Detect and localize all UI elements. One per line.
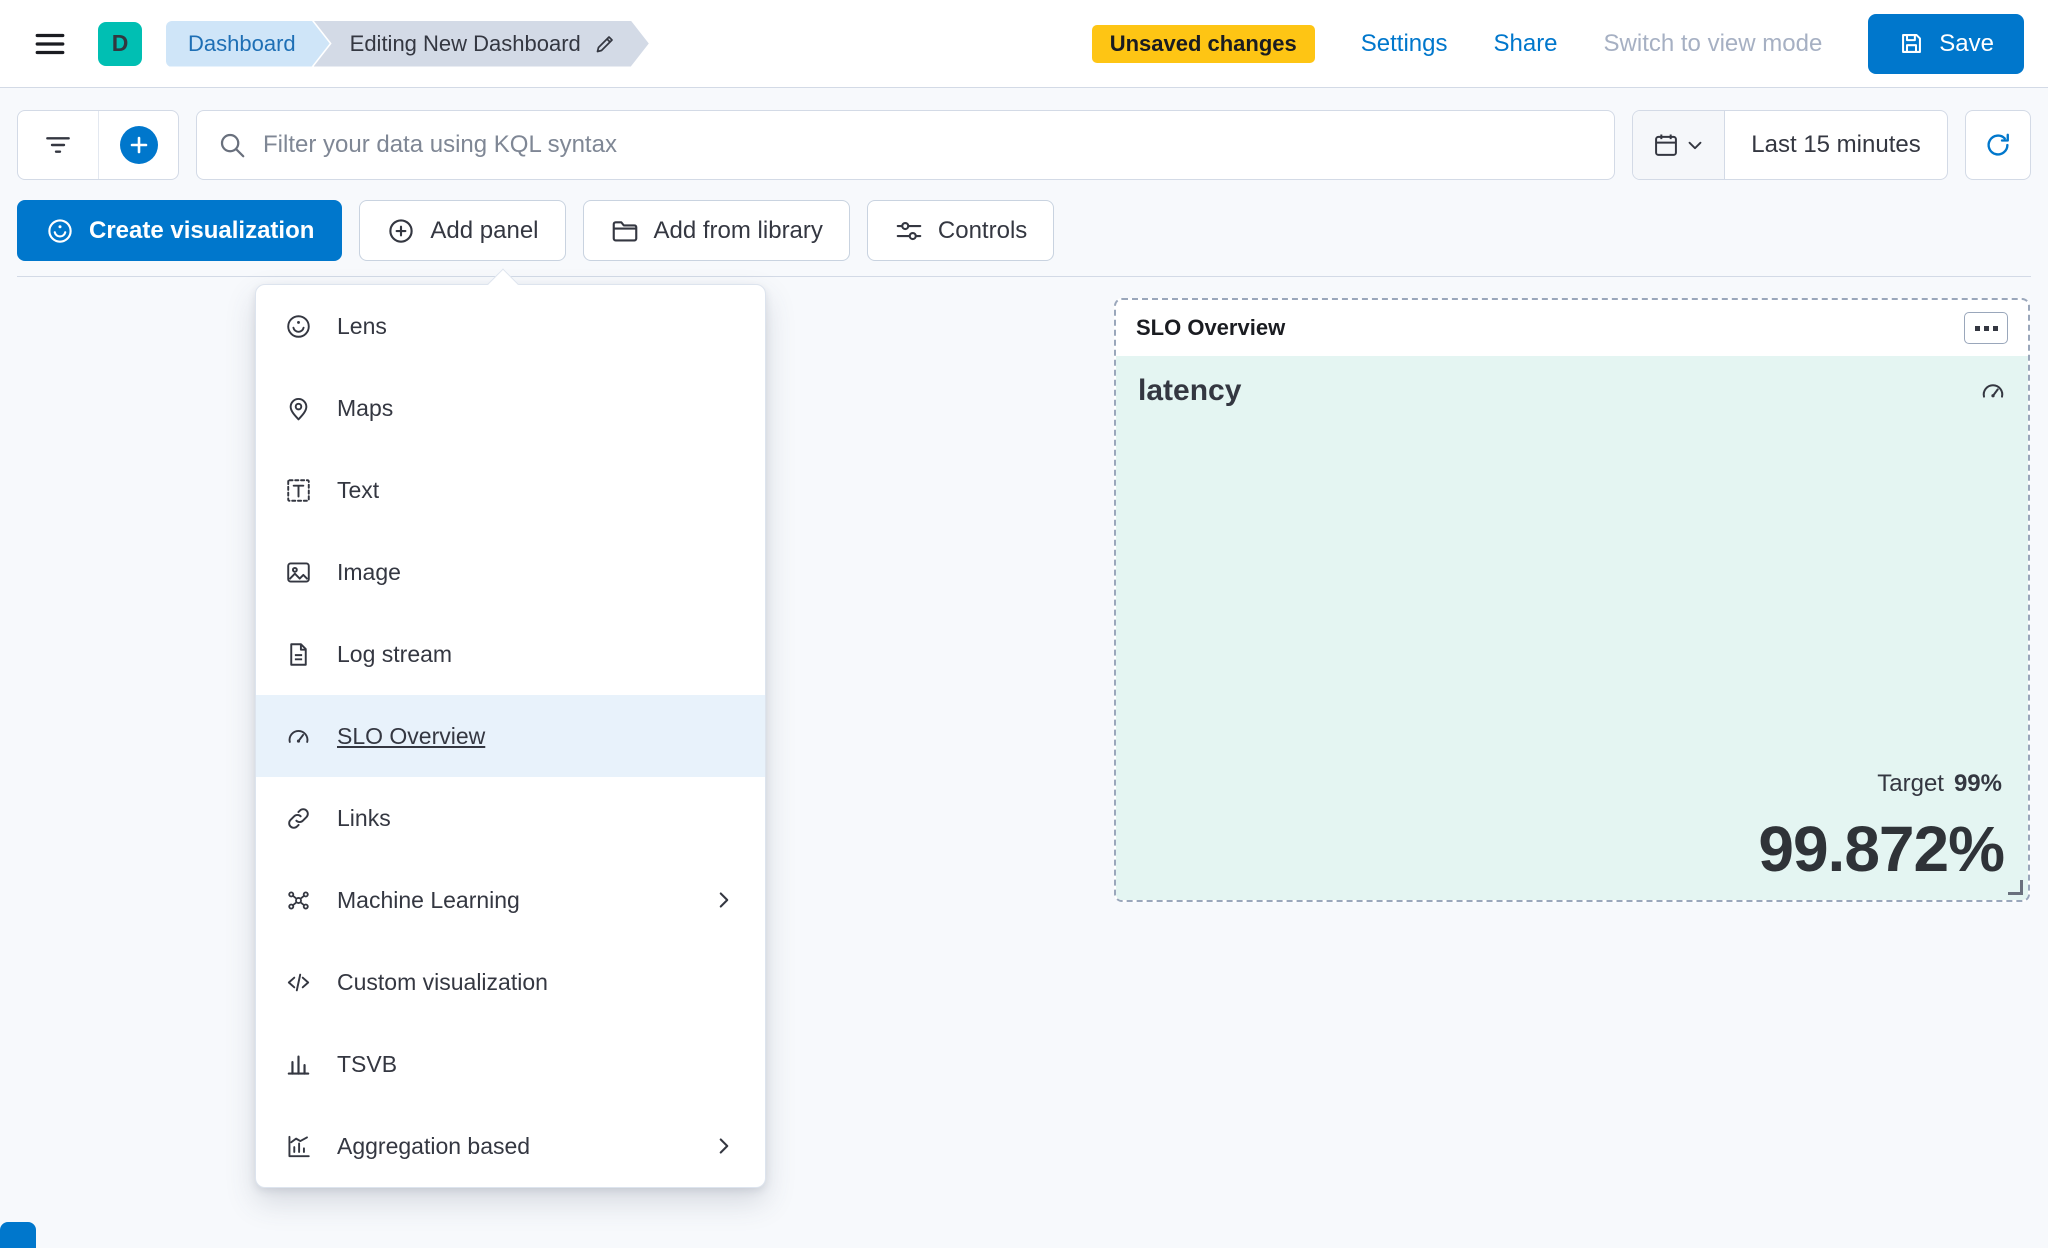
menu-item-image[interactable]: Image [256, 531, 765, 613]
menu-item-label: SLO Overview [337, 722, 486, 749]
edit-pencil-icon [593, 32, 617, 56]
menu-item-label: Image [337, 558, 401, 585]
partially-visible-bottom-button[interactable] [0, 1222, 36, 1248]
breadcrumb-current-label: Editing New Dashboard [349, 30, 581, 56]
slo-gauge-icon [288, 729, 309, 743]
controls-button[interactable]: Controls [866, 200, 1055, 261]
menu-item-lens[interactable]: Lens [256, 285, 765, 367]
plus-in-circle-icon [389, 218, 414, 243]
lens-icon [287, 314, 310, 338]
code-icon [287, 973, 310, 991]
menu-item-log-stream[interactable]: Log stream [256, 613, 765, 695]
menu-item-text[interactable]: Text [256, 449, 765, 531]
add-panel-menu: Lens Maps Text Image Log stream SLO Over… [256, 285, 765, 1187]
menu-item-label: Lens [337, 312, 387, 339]
panel-options-button[interactable] [1964, 312, 2008, 344]
menu-item-label: Machine Learning [337, 886, 520, 913]
slo-target: Target 99% [1877, 770, 2002, 798]
add-filter-button[interactable] [98, 111, 178, 179]
add-panel-button[interactable]: Add panel [359, 200, 566, 261]
breadcrumb-dashboard[interactable]: Dashboard [166, 21, 330, 67]
kql-search-input[interactable] [263, 131, 1594, 159]
slo-card[interactable]: latency Target 99% 99.872% [1116, 356, 2028, 900]
switch-to-view-mode-link[interactable]: Switch to view mode [1603, 29, 1823, 57]
date-picker-menu-button[interactable] [1633, 111, 1725, 179]
panel-resize-handle[interactable] [2008, 880, 2023, 895]
header-actions: Unsaved changes Settings Share Switch to… [1091, 13, 2024, 74]
add-panel-label: Add panel [430, 216, 539, 244]
menu-item-tsvb[interactable]: TSVB [256, 1023, 765, 1105]
query-toolbar-area: Last 15 minutes Create visualization Add… [0, 88, 2048, 277]
folder-icon [612, 220, 637, 241]
settings-link[interactable]: Settings [1360, 29, 1448, 57]
save-button[interactable]: Save [1868, 13, 2024, 74]
slo-value: 99.872% [1758, 813, 2005, 885]
link-icon [288, 807, 309, 829]
kql-search-field[interactable] [196, 110, 1615, 180]
time-range-button[interactable]: Last 15 minutes [1725, 111, 1947, 179]
top-header-bar: D Dashboard Editing New Dashboard Unsave… [0, 0, 2048, 88]
create-visualization-label: Create visualization [89, 216, 315, 244]
maps-pin-icon [289, 397, 308, 420]
menu-item-label: Links [337, 804, 391, 831]
target-label: Target [1877, 770, 1944, 797]
unsaved-changes-badge: Unsaved changes [1091, 24, 1315, 63]
refresh-icon [1987, 133, 2009, 156]
menu-item-aggregation-based[interactable]: Aggregation based [256, 1105, 765, 1187]
menu-item-links[interactable]: Links [256, 777, 765, 859]
menu-item-machine-learning[interactable]: Machine Learning [256, 859, 765, 941]
menu-item-label: TSVB [337, 1050, 398, 1077]
calendar-icon [1654, 134, 1677, 156]
save-button-label: Save [1939, 29, 1994, 57]
menu-item-custom-visualization[interactable]: Custom visualization [256, 941, 765, 1023]
log-stream-icon [290, 642, 307, 666]
text-icon [287, 478, 310, 502]
main-menu-button[interactable] [24, 18, 76, 70]
gauge-icon [1982, 384, 2004, 398]
menu-item-label: Maps [337, 394, 394, 421]
share-link[interactable]: Share [1493, 29, 1558, 57]
date-picker: Last 15 minutes [1632, 110, 1948, 180]
breadcrumb-current[interactable]: Editing New Dashboard [314, 21, 649, 67]
image-icon [287, 561, 310, 583]
machine-learning-icon [288, 890, 309, 910]
search-icon [220, 133, 245, 158]
filter-funnel-icon [46, 137, 70, 153]
menu-item-maps[interactable]: Maps [256, 367, 765, 449]
hamburger-icon [35, 33, 65, 54]
controls-label: Controls [937, 216, 1028, 244]
plus-circle-icon [119, 126, 158, 164]
add-from-library-label: Add from library [653, 216, 823, 244]
breadcrumb: Dashboard Editing New Dashboard [166, 21, 649, 67]
slo-overview-panel: SLO Overview latency Target 99% 99.872% [1114, 298, 2030, 902]
menu-item-slo-overview[interactable]: SLO Overview [256, 695, 765, 777]
save-icon [1902, 34, 1922, 53]
menu-item-label: Aggregation based [337, 1132, 531, 1159]
space-avatar[interactable]: D [98, 21, 142, 66]
chevron-right-icon [711, 887, 737, 913]
controls-sliders-icon [896, 221, 922, 240]
create-visualization-button[interactable]: Create visualization [17, 200, 343, 261]
add-panel-menu-popover: Lens Maps Text Image Log stream SLO Over… [255, 268, 766, 1188]
panel-header: SLO Overview [1116, 300, 2028, 356]
filter-button-group [17, 110, 179, 180]
chevron-right-icon [711, 1133, 737, 1159]
tsvb-icon [287, 1055, 310, 1075]
lens-icon [48, 218, 72, 243]
menu-item-label: Log stream [337, 640, 453, 667]
add-from-library-button[interactable]: Add from library [582, 200, 850, 261]
aggregation-chart-icon [288, 1135, 310, 1157]
chevron-down-icon [1688, 141, 1701, 150]
target-value: 99% [1953, 770, 2002, 797]
filter-menu-button[interactable] [18, 111, 98, 179]
menu-item-label: Text [337, 476, 380, 503]
menu-item-label: Custom visualization [337, 968, 548, 995]
panel-title: SLO Overview [1136, 315, 1286, 340]
slo-metric-name: latency [1138, 374, 1242, 407]
dashboard-toolbar: Create visualization Add panel Add from … [17, 200, 2031, 277]
query-bar: Last 15 minutes [17, 110, 2031, 180]
boxes-horizontal-icon [1974, 325, 1980, 331]
refresh-button[interactable] [1965, 110, 2031, 180]
